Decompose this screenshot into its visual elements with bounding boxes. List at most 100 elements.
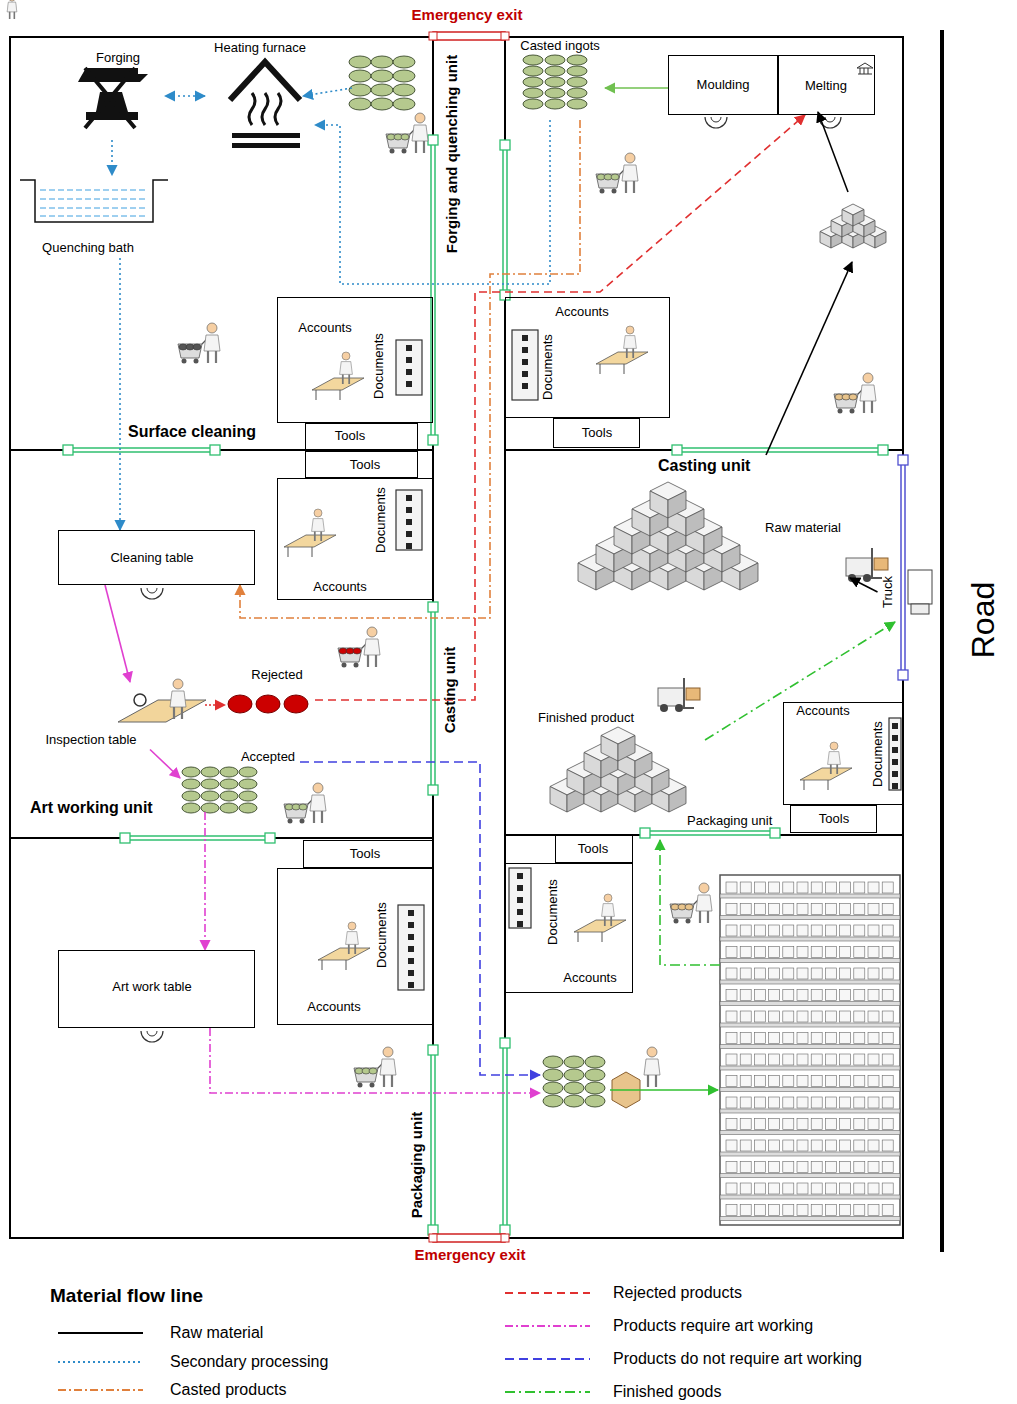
rack-box	[726, 1183, 737, 1194]
rack-box	[754, 1140, 765, 1151]
door	[500, 1038, 510, 1235]
rack-box	[797, 925, 808, 936]
rack-box	[811, 1205, 822, 1216]
rack-box	[825, 1097, 836, 1108]
building-walls	[10, 37, 903, 1238]
worker-head	[415, 113, 425, 123]
rack-box	[882, 1119, 893, 1130]
node-text: Art work table	[112, 980, 191, 995]
melting-symbol	[857, 63, 873, 74]
rack-box	[811, 1183, 822, 1194]
rack-box	[797, 1183, 808, 1194]
door-hinge	[265, 833, 275, 843]
ingot	[182, 791, 200, 801]
ingot	[182, 803, 200, 813]
ingot	[182, 767, 200, 777]
crate-side	[842, 210, 853, 227]
rack-box	[868, 904, 879, 915]
door-gap	[645, 830, 775, 836]
rack-box	[868, 925, 879, 936]
ingot	[220, 791, 238, 801]
crate-side	[584, 753, 601, 779]
node-text: Documents	[546, 879, 561, 945]
worker-head	[9, 0, 15, 1]
rack-box	[882, 1183, 893, 1194]
hand-cart	[834, 388, 864, 414]
rack-box	[797, 882, 808, 893]
room-wall	[432, 37, 434, 1238]
cabinet-handle	[892, 735, 898, 741]
cart-wheel	[402, 149, 407, 154]
document-cabinet	[396, 340, 422, 395]
node-text: Documents	[375, 902, 390, 968]
rack-box	[726, 1033, 737, 1044]
door-line	[125, 839, 270, 841]
crate-side	[831, 221, 842, 238]
rack-box	[868, 882, 879, 893]
cabinet-handle	[522, 335, 528, 341]
cabinet-handle	[517, 873, 523, 879]
rack-shelf	[720, 1109, 900, 1113]
cart-wheel	[612, 189, 617, 194]
worker-legs	[208, 351, 216, 363]
unit-label: Casting unit	[658, 457, 750, 475]
worker-head	[647, 1047, 657, 1057]
node-text: Accounts	[555, 305, 608, 320]
ingot	[545, 77, 565, 87]
ingot	[585, 1095, 605, 1107]
rack-box	[783, 1162, 794, 1173]
rack-box	[882, 1205, 893, 1216]
rack-shelf	[720, 959, 900, 963]
document-cabinet	[398, 905, 424, 990]
worker-head	[9, 0, 15, 1]
door-line	[506, 145, 508, 295]
flow-connector	[119, 258, 121, 530]
rack-box	[882, 904, 893, 915]
node-text: Inspection table	[45, 733, 136, 748]
door-hinge	[640, 828, 650, 838]
document-cabinet	[889, 718, 901, 790]
door-hinge	[501, 1234, 509, 1242]
crate	[650, 482, 686, 518]
cart-wheel	[358, 1083, 363, 1088]
worker-head	[626, 326, 634, 334]
rack-box	[868, 990, 879, 1001]
node-text: Tools	[582, 426, 612, 441]
rack-box	[840, 1097, 851, 1108]
rack-box	[769, 1183, 780, 1194]
crate-side	[650, 491, 668, 518]
rack-box	[769, 882, 780, 893]
worker-legs	[174, 707, 182, 719]
legend-line-sample	[58, 1389, 143, 1391]
ingot	[564, 1082, 584, 1094]
door	[500, 140, 510, 300]
crate-side	[614, 527, 632, 554]
cart-wheel	[600, 189, 605, 194]
rack-box	[726, 882, 737, 893]
cart-basket	[354, 1068, 378, 1082]
rack-box	[726, 1011, 737, 1022]
cabinet-handle	[406, 495, 412, 501]
door-hinge	[120, 833, 130, 843]
worker-body	[624, 336, 637, 349]
desk-leg	[804, 780, 828, 790]
truck: Truck	[878, 560, 938, 622]
ingot	[201, 803, 219, 813]
bath-water	[40, 208, 148, 209]
worker-head	[348, 922, 356, 930]
door-hinge	[210, 445, 220, 455]
ingot	[564, 1069, 584, 1081]
crate-side	[864, 221, 875, 238]
worker-body	[310, 795, 326, 811]
crate-side	[601, 736, 618, 762]
ingot	[371, 98, 393, 110]
worker-body	[644, 1059, 660, 1075]
tools-box: Tools	[303, 840, 433, 868]
flow-connector	[204, 812, 206, 950]
ingot	[371, 70, 393, 82]
emergency-exit-door	[433, 32, 505, 40]
flow-connector	[105, 585, 130, 682]
rack-box	[825, 1140, 836, 1151]
ingot	[567, 55, 587, 65]
cart-wheel	[354, 663, 359, 668]
